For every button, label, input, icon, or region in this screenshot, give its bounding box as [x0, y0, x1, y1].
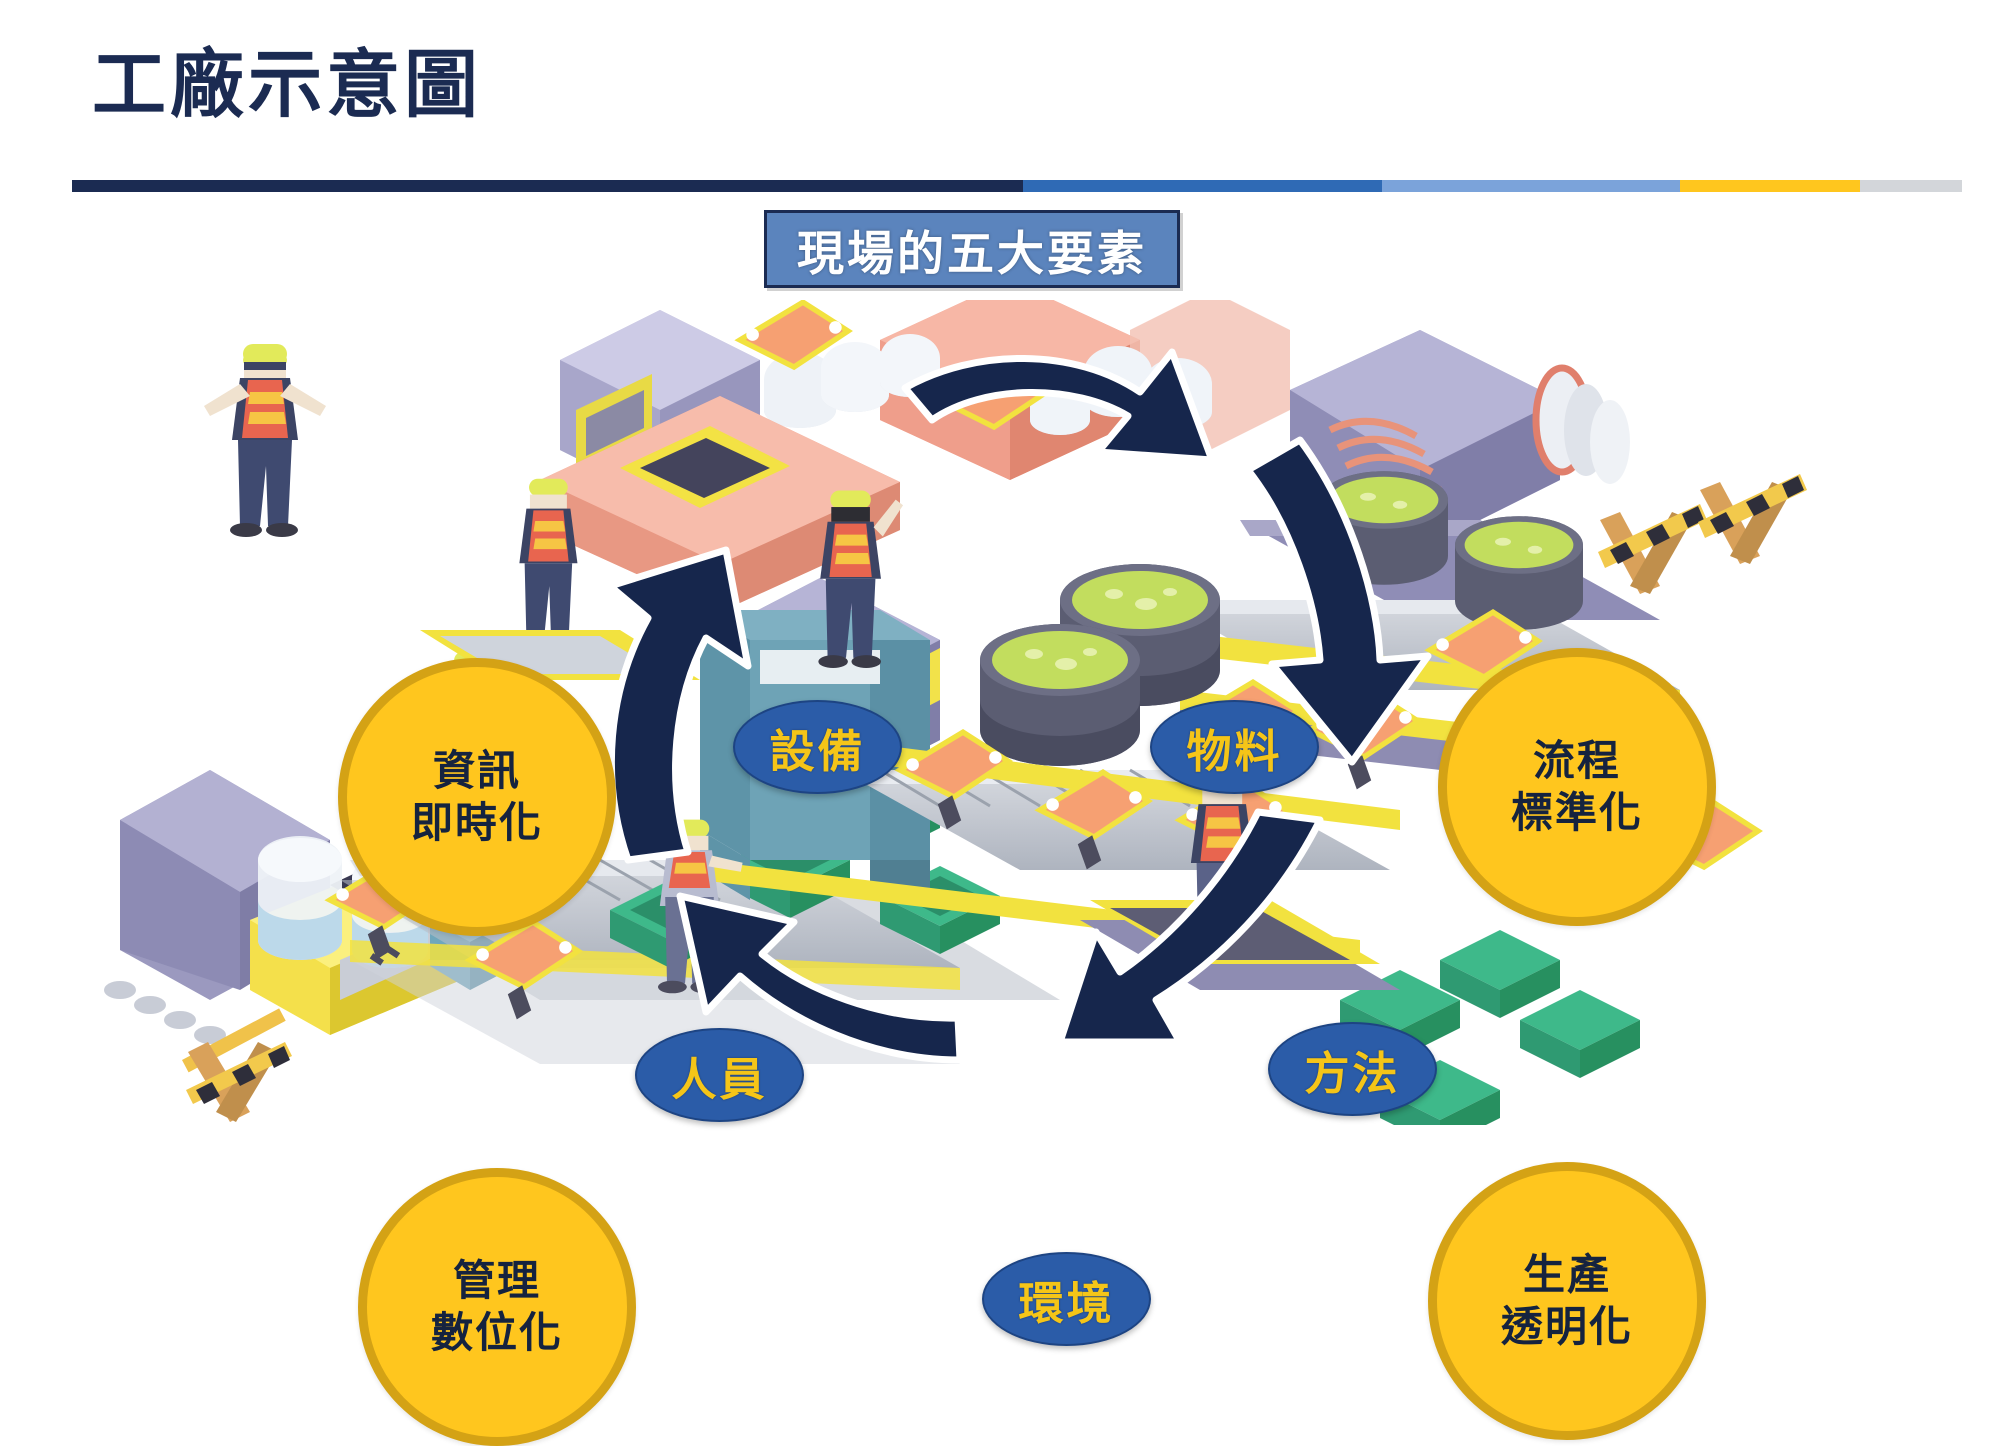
circle-management-digitalization-line1: 管理	[452, 1256, 541, 1304]
circle-management-digitalization[interactable]: 管理 數位化	[358, 1168, 636, 1446]
element-label-method[interactable]: 方法	[1268, 1022, 1437, 1116]
divider-segment-gray	[1859, 180, 1962, 192]
circle-production-transparency-line2: 透明化	[1500, 1303, 1633, 1350]
arrow-equipment-to-material	[901, 348, 1216, 464]
circle-info-realtime[interactable]: 資訊 即時化	[338, 658, 616, 936]
circle-info-realtime-line2: 即時化	[410, 799, 543, 846]
factory-illustration-svg	[104, 300, 1807, 1125]
section-caption-box: 現場的五大要素	[764, 210, 1180, 288]
barrier-right	[1598, 474, 1807, 594]
divider-segment-medium-blue	[1022, 180, 1382, 192]
element-label-environment[interactable]: 環境	[982, 1252, 1151, 1346]
storage-tanks	[980, 471, 1583, 766]
section-caption-label: 現場的五大要素	[797, 226, 1147, 280]
circle-management-digitalization-line2: 數位化	[430, 1309, 563, 1356]
circle-production-transparency-line1: 生產	[1522, 1250, 1611, 1298]
arrow-method-to-environment	[1056, 808, 1324, 1046]
divider-segment-navy	[72, 180, 1023, 192]
element-label-people[interactable]: 人員	[635, 1028, 804, 1122]
circle-process-standardization[interactable]: 流程 標準化	[1438, 648, 1716, 926]
element-label-equipment[interactable]: 設備	[733, 700, 902, 794]
circle-process-standardization-line1: 流程	[1532, 736, 1621, 784]
page-title: 工廠示意圖	[92, 43, 482, 126]
factory-illustration: 資訊 即時化 流程 標準化 管理 數位化 生產 透明化 設備 物料 方法 環境 …	[0, 300, 2000, 1446]
barrier-left	[182, 1008, 292, 1122]
slide-root: 工廠示意圖 現場的五大要素	[0, 43, 2000, 1446]
circle-process-standardization-line2: 標準化	[1510, 789, 1643, 836]
circle-production-transparency[interactable]: 生產 透明化	[1428, 1162, 1706, 1440]
arrow-environment-to-people	[676, 892, 964, 1064]
arrow-material-to-method	[1244, 436, 1432, 766]
divider	[72, 180, 1962, 192]
circle-info-realtime-line1: 資訊	[432, 746, 521, 794]
divider-segment-gold	[1680, 180, 1860, 192]
element-label-material[interactable]: 物料	[1150, 700, 1319, 794]
cycle-arrows	[606, 348, 1432, 1064]
divider-segment-light-blue	[1381, 180, 1681, 192]
